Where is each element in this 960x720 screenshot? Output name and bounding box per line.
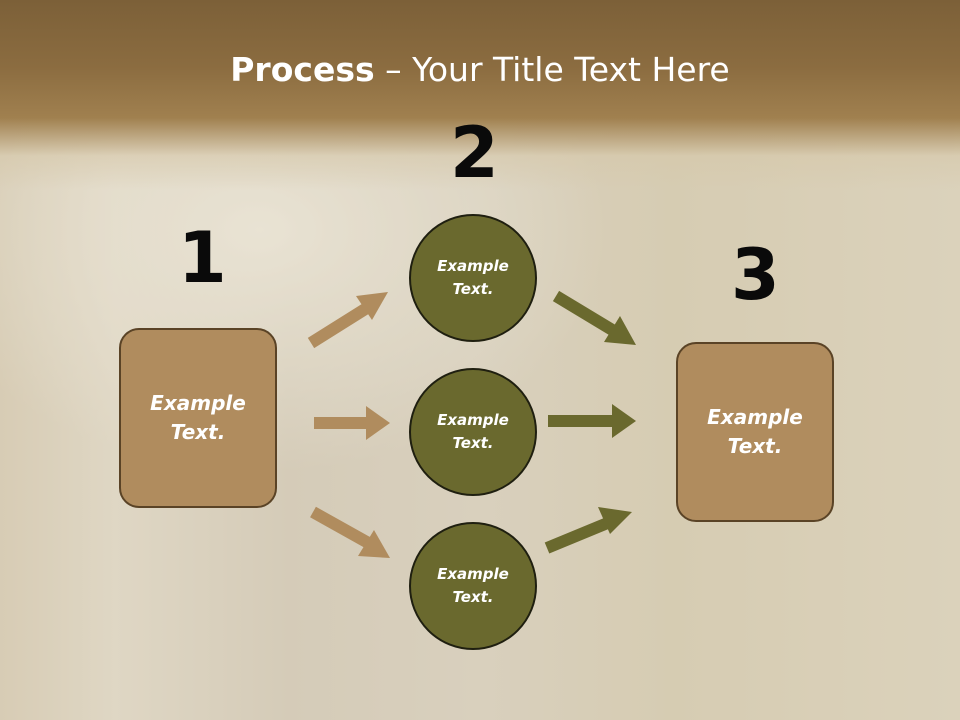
arrow-top-to-right — [552, 290, 636, 345]
circle-top: Example Text. — [409, 214, 537, 342]
title-bold: Process — [230, 50, 375, 89]
arrow-left-to-middle — [314, 406, 390, 440]
right-example-box: Example Text. — [676, 342, 834, 522]
arrow-bottom-to-right — [544, 507, 632, 554]
arrow-left-to-bottom — [310, 506, 390, 558]
circle-middle: Example Text. — [409, 368, 537, 496]
circle-bottom: Example Text. — [409, 522, 537, 650]
arrow-left-to-top — [307, 292, 388, 349]
left-example-box: Example Text. — [119, 328, 277, 508]
arrow-middle-to-right — [548, 404, 636, 438]
title-rest: – Your Title Text Here — [374, 50, 730, 89]
step-number-2: 2 — [450, 112, 499, 194]
step-number-1: 1 — [178, 217, 227, 299]
title-band — [0, 0, 960, 190]
slide-title: Process – Your Title Text Here — [0, 50, 960, 89]
step-number-3: 3 — [731, 234, 780, 316]
